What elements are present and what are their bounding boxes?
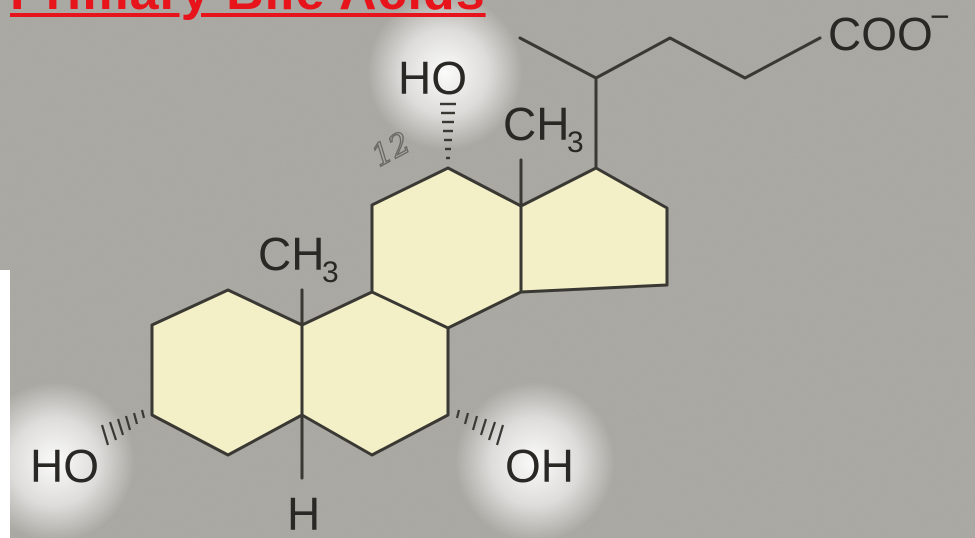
halo-c12 bbox=[367, 0, 523, 150]
label-carboxylate-charge: − bbox=[930, 0, 950, 36]
halo-c3 bbox=[0, 382, 135, 538]
label-ho-c3: HO bbox=[30, 440, 99, 492]
label-ch3-c18-sub: 3 bbox=[567, 126, 584, 159]
ring-b bbox=[302, 292, 448, 455]
label-ch3-c18: CH bbox=[503, 98, 569, 150]
ring-a bbox=[152, 290, 302, 455]
halo-c7 bbox=[455, 382, 615, 538]
label-h-c5: H bbox=[287, 488, 320, 538]
label-carboxylate: COO bbox=[828, 8, 933, 60]
hashed-bond-c7 bbox=[455, 409, 505, 446]
ring-d bbox=[521, 168, 667, 292]
ring-c bbox=[372, 168, 521, 328]
hashed-bond-c3 bbox=[100, 409, 146, 446]
bond-skeleton bbox=[150, 36, 822, 480]
label-oh-c7: OH bbox=[505, 440, 574, 492]
slide-title: Primary Bile Acids bbox=[10, 0, 486, 22]
label-ch3-c19-sub: 3 bbox=[322, 256, 339, 289]
label-ch3-c19: CH bbox=[258, 228, 324, 280]
hashed-bond-c12 bbox=[440, 102, 456, 160]
label-ho-c12: HO bbox=[398, 52, 467, 104]
